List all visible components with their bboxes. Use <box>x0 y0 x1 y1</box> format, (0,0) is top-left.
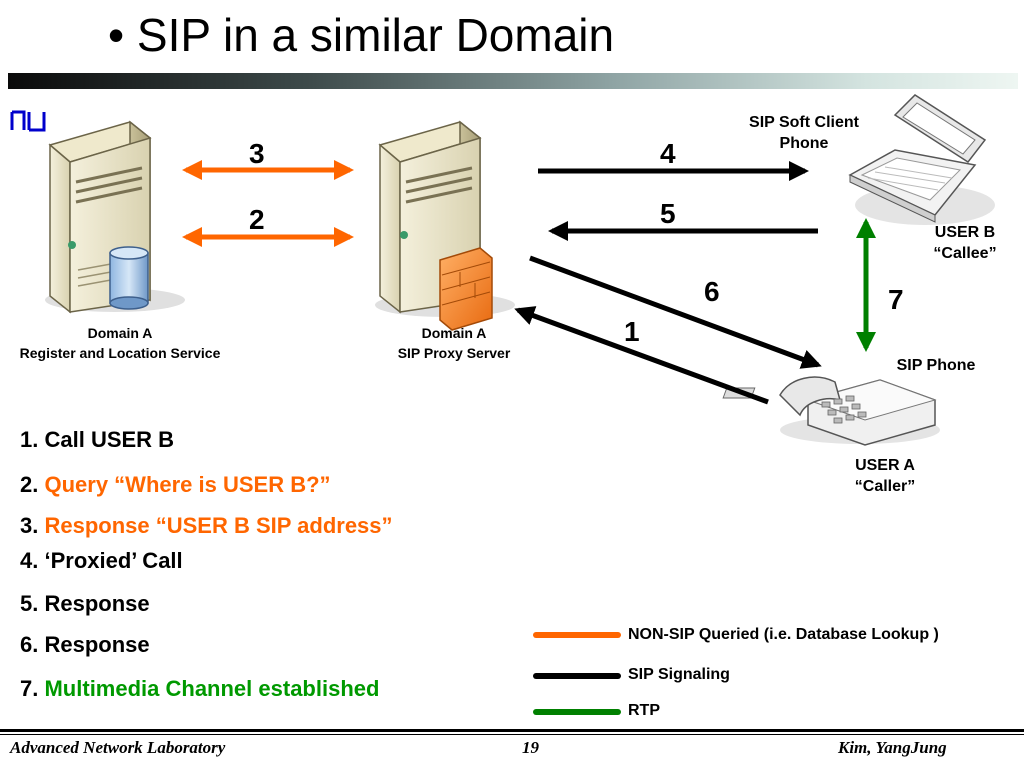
step-5-number: 5. <box>20 591 39 616</box>
step-4-text: ‘Proxied’ Call <box>44 548 183 573</box>
footer-author: Kim, YangJung <box>838 738 947 757</box>
arrow-number-4: 4 <box>660 138 676 169</box>
title-gradient-bar <box>8 73 1018 89</box>
firewall-icon <box>439 247 493 331</box>
register-server-caption: Domain A Register and Location Service <box>0 323 240 363</box>
proxy-server-caption-line2: SIP Proxy Server <box>397 345 511 361</box>
arrow-6 <box>529 255 822 369</box>
database-icon <box>109 246 149 310</box>
step-7-number: 7. <box>20 676 39 701</box>
user-a-name: USER A <box>855 457 915 474</box>
step-3-text: Response “USER B SIP address” <box>44 513 393 538</box>
legend-non-sip-label: NON-SIP Queried (i.e. Database Lookup ) <box>628 626 939 643</box>
arrow-1 <box>514 306 769 405</box>
step-6-text: Response <box>44 632 150 657</box>
footer-rule-thin <box>0 734 1024 735</box>
footer-lab-name: Advanced Network Laboratory <box>10 738 226 757</box>
step-4: 4. ‘Proxied’ Call <box>20 548 183 574</box>
arrow-number-2: 2 <box>249 204 265 235</box>
register-server-caption-line1: Domain A <box>87 325 153 341</box>
proxy-server-caption-line1: Domain A <box>421 325 487 341</box>
user-a-label: USER A “Caller” <box>830 455 940 497</box>
arrow-number-6: 6 <box>704 276 720 307</box>
slide-title: • SIP in a similar Domain <box>108 9 615 61</box>
soft-client-caption-line1: SIP Soft Client <box>749 114 859 131</box>
legend-sip-label: SIP Signaling <box>628 666 730 683</box>
lab-logo-icon <box>10 110 46 132</box>
step-3: 3. Response “USER B SIP address” <box>20 513 393 539</box>
laptop-icon <box>848 94 995 225</box>
step-1: 1. Call USER B <box>20 427 174 453</box>
user-b-label: USER B “Callee” <box>910 222 1020 264</box>
user-b-role: “Callee” <box>933 245 997 262</box>
sip-phone-label: SIP Phone <box>896 357 976 374</box>
step-5: 5. Response <box>20 591 150 617</box>
arrow-number-7: 7 <box>888 284 904 315</box>
register-server-caption-line2: Register and Location Service <box>19 345 221 361</box>
step-3-number: 3. <box>20 513 39 538</box>
step-6: 6. Response <box>20 632 150 658</box>
step-4-number: 4. <box>20 548 39 573</box>
step-6-number: 6. <box>20 632 39 657</box>
step-2-number: 2. <box>20 472 39 497</box>
step-2-text: Query “Where is USER B?” <box>44 472 331 497</box>
step-7: 7. Multimedia Channel established <box>20 676 379 702</box>
step-5-text: Response <box>44 591 150 616</box>
step-1-number: 1. <box>20 427 39 452</box>
soft-client-caption-line2: Phone <box>779 135 829 152</box>
step-2: 2. Query “Where is USER B?” <box>20 472 331 498</box>
sip-phone-icon <box>722 376 940 446</box>
arrow-number-3: 3 <box>249 138 265 169</box>
soft-client-caption: SIP Soft Client Phone <box>724 112 884 154</box>
arrow-number-1: 1 <box>624 316 640 347</box>
user-a-role: “Caller” <box>854 478 916 495</box>
legend-rtp-label: RTP <box>628 702 660 719</box>
step-1-text: Call USER B <box>44 427 175 452</box>
proxy-server-caption: Domain A SIP Proxy Server <box>364 323 544 363</box>
footer-rule-thick <box>0 729 1024 732</box>
footer-page-number: 19 <box>522 738 539 757</box>
step-7-text: Multimedia Channel established <box>44 676 380 701</box>
arrow-number-5: 5 <box>660 198 676 229</box>
user-b-name: USER B <box>934 224 996 241</box>
